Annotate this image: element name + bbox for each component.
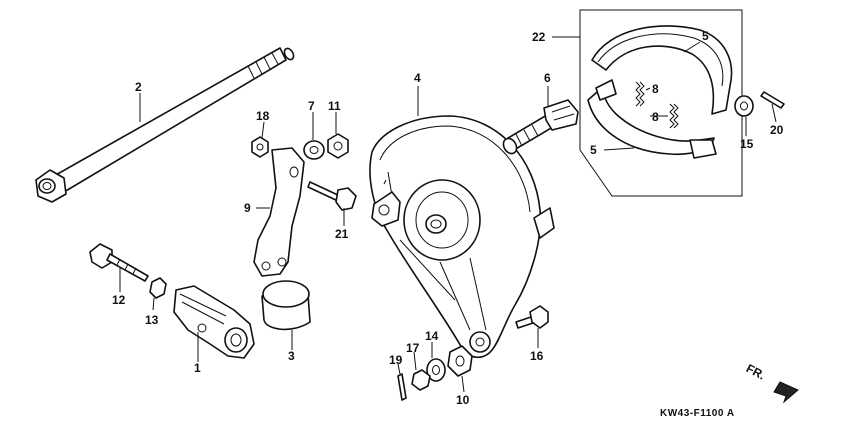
callout-11: 11 — [328, 99, 341, 113]
callout-14: 14 — [425, 329, 439, 343]
callout-6: 6 — [544, 71, 551, 85]
brake-arm — [173, 285, 255, 359]
washer-15 — [734, 95, 754, 117]
callout-10: 10 — [456, 393, 470, 407]
brake-shoe-set — [579, 9, 743, 197]
callout-7: 7 — [308, 99, 315, 113]
collar-3 — [261, 280, 311, 331]
callout-20: 20 — [770, 123, 784, 137]
nut-11 — [327, 133, 349, 159]
nut-13 — [149, 277, 167, 299]
front-direction-label: FR. — [744, 361, 768, 382]
washer-14 — [426, 358, 446, 382]
callout-19: 19 — [389, 353, 403, 367]
washer-7 — [303, 140, 325, 160]
callout-12: 12 — [112, 293, 126, 307]
callout-22: 22 — [532, 30, 546, 44]
bolt-21 — [307, 181, 357, 211]
bolt-16 — [515, 305, 549, 329]
callout-2: 2 — [135, 80, 142, 94]
bolt-12 — [89, 243, 149, 282]
shoe-spring-upper — [635, 81, 645, 107]
callout-labels: 2 4 6 22 5 5 8 8 7 11 18 9 21 12 13 1 3 … — [112, 29, 784, 407]
callout-17: 17 — [406, 341, 420, 355]
callout-16: 16 — [530, 349, 544, 363]
callout-15: 15 — [740, 137, 754, 151]
nut-18 — [251, 136, 269, 158]
callout-8-lower: 8 — [652, 110, 659, 124]
brake-cam — [502, 99, 579, 155]
callout-1: 1 — [194, 361, 201, 375]
callout-18: 18 — [256, 109, 270, 123]
rear-axle — [35, 47, 295, 203]
leader-lines — [119, 36, 777, 393]
callout-13: 13 — [145, 313, 159, 327]
nut-17 — [411, 369, 431, 391]
callout-5-upper: 5 — [702, 29, 709, 43]
callout-8-upper: 8 — [652, 82, 659, 96]
nut-10 — [447, 345, 473, 377]
cotter-pin-19 — [397, 373, 407, 401]
stay-bracket — [253, 147, 305, 277]
shoe-spring-lower — [669, 103, 679, 129]
drawing-code: KW43-F1100 A — [660, 408, 735, 419]
callout-3: 3 — [288, 349, 295, 363]
front-direction-arrow — [773, 381, 799, 404]
brake-panel — [369, 115, 555, 359]
callout-21: 21 — [335, 227, 349, 241]
callout-5-lower: 5 — [590, 143, 597, 157]
cotter-pin-20 — [760, 91, 785, 109]
callout-9: 9 — [244, 201, 251, 215]
callout-4: 4 — [414, 71, 421, 85]
